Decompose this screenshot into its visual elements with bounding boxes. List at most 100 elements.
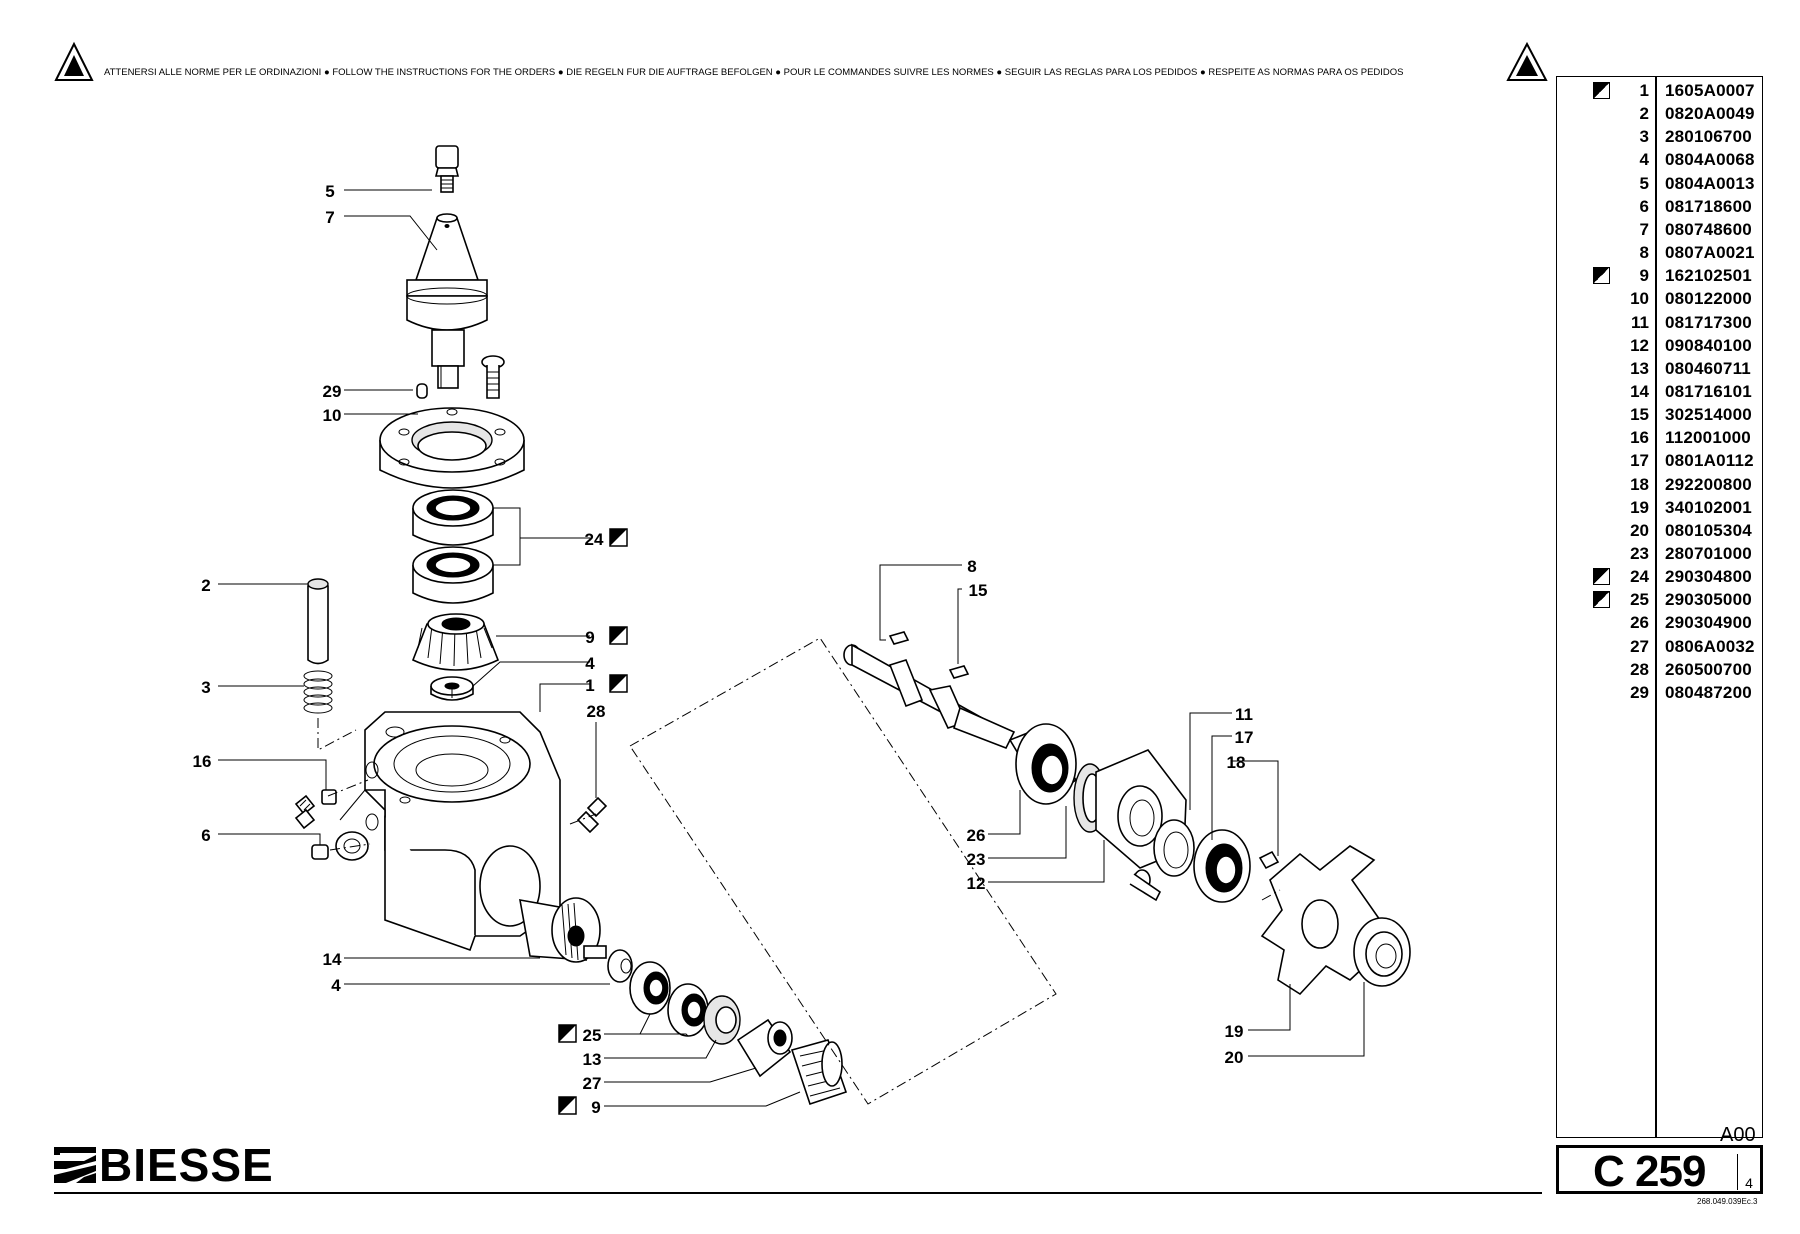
part-20-nut (1353, 917, 1411, 987)
parts-row-code: 290304800 (1665, 567, 1752, 587)
parts-row-code: 080460711 (1665, 358, 1751, 378)
part-13-ring-nut (703, 995, 741, 1045)
callout-27: 27 (583, 1074, 602, 1093)
callout-3: 3 (201, 678, 210, 697)
parts-row-code: 081718600 (1665, 196, 1752, 216)
parts-row: 19 340102001 (1557, 496, 1764, 519)
parts-row-number: 7 (1639, 219, 1649, 239)
parts-row-number: 2 (1639, 104, 1649, 124)
spare-marker-icons (558, 528, 628, 1115)
parts-row-number: 9 (1639, 266, 1649, 286)
parts-row-code: 080105304 (1665, 520, 1752, 540)
parts-row-code: 280106700 (1665, 127, 1752, 147)
callout-15: 15 (969, 581, 988, 600)
part-29-key (416, 383, 428, 399)
parts-row-number: 20 (1630, 520, 1649, 540)
callout-7: 7 (325, 208, 334, 227)
spare-marker-icon (1593, 568, 1610, 586)
callout-20: 20 (1225, 1048, 1244, 1067)
parts-row-number: 25 (1630, 590, 1649, 610)
part-18-pin (1258, 850, 1280, 870)
callout-11: 11 (1235, 705, 1253, 724)
parts-row-number: 16 (1630, 428, 1649, 448)
part-5-stud (434, 145, 460, 193)
parts-row-number: 28 (1630, 659, 1649, 679)
parts-row-code: 280701000 (1665, 544, 1752, 563)
alignment-lines (317, 637, 1281, 1105)
parts-row-number: 23 (1630, 544, 1649, 563)
part-15-keys (888, 631, 970, 679)
part-14-sleeve (519, 897, 607, 963)
parts-row-number: 15 (1630, 405, 1649, 425)
parts-row-number: 8 (1639, 243, 1649, 263)
callout-1: 1 (585, 676, 594, 695)
callout-18: 18 (1227, 753, 1246, 772)
parts-row-code: 080487200 (1665, 682, 1752, 702)
parts-row: 11 081717300 (1557, 311, 1764, 334)
parts-row-number: 4 (1639, 150, 1649, 170)
callout-labels: 5 7 29 10 24 2 9 4 3 1 28 16 6 14 4 25 1… (193, 182, 1254, 1117)
callout-13: 13 (583, 1050, 602, 1069)
parts-row-number: 14 (1630, 381, 1649, 401)
part-6-plug (311, 844, 329, 860)
parts-row-number: 24 (1630, 567, 1649, 587)
warning-triangle-icon-right (1506, 41, 1548, 81)
part-25-bearings (629, 961, 709, 1037)
parts-row-code: 292200800 (1665, 474, 1752, 494)
parts-row: 25 290305000 (1557, 588, 1764, 611)
callout-26: 26 (967, 826, 986, 845)
part-3-spring (303, 670, 333, 714)
parts-row-code: 340102001 (1665, 497, 1752, 517)
parts-row: 3 280106700 (1557, 125, 1764, 148)
callout-4-side: 4 (331, 976, 341, 995)
callout-23: 23 (967, 850, 986, 869)
part-1-housing (335, 711, 561, 952)
callout-8: 8 (967, 557, 976, 576)
parts-row: 24 290304800 (1557, 565, 1764, 588)
callout-29: 29 (323, 382, 342, 401)
part-7-tool-holder (406, 213, 488, 389)
warning-triangle-icon-left (54, 41, 94, 81)
spare-marker-icon (1593, 82, 1610, 99)
spare-marker-icon (1593, 267, 1610, 285)
parts-row-code: 090840100 (1665, 335, 1752, 355)
callout-9-side: 9 (591, 1098, 600, 1117)
parts-row-code: 081717300 (1665, 312, 1752, 332)
parts-row-code: 0804A0013 (1665, 173, 1755, 193)
page-code-box: C 259 4 (1556, 1145, 1763, 1196)
parts-row-number: 11 (1631, 312, 1649, 332)
biesse-logo-mark-icon (54, 1147, 96, 1183)
parts-row-number: 19 (1630, 497, 1649, 517)
parts-row-code: 081716101 (1665, 381, 1752, 401)
part-screw-right (1129, 869, 1162, 902)
callout-4-top: 4 (585, 654, 595, 673)
parts-row-code: 1605A0007 (1665, 81, 1755, 100)
part-17-bearing (1193, 829, 1251, 903)
header-instructions: ATTENERSI ALLE NORME PER LE ORDINAZIONI … (104, 67, 1404, 78)
callout-9-top: 9 (585, 628, 594, 647)
callout-28: 28 (587, 702, 606, 721)
parts-row-code: 080748600 (1665, 219, 1752, 239)
parts-row-code: 302514000 (1665, 405, 1752, 425)
part-10-flange (379, 407, 525, 489)
callout-6: 6 (201, 826, 210, 845)
parts-row-number: 3 (1639, 127, 1649, 147)
parts-row-code: 0801A0112 (1665, 451, 1754, 471)
parts-row: 20 080105304 (1557, 519, 1764, 542)
leader-lines (218, 189, 1365, 1107)
parts-row-number: 26 (1630, 613, 1649, 633)
callout-25: 25 (583, 1026, 602, 1045)
document-code: 268.049.039Ec.3 (1697, 1197, 1758, 1206)
parts-row-code: 290305000 (1665, 590, 1752, 610)
parts-row-number: 27 (1630, 636, 1649, 656)
